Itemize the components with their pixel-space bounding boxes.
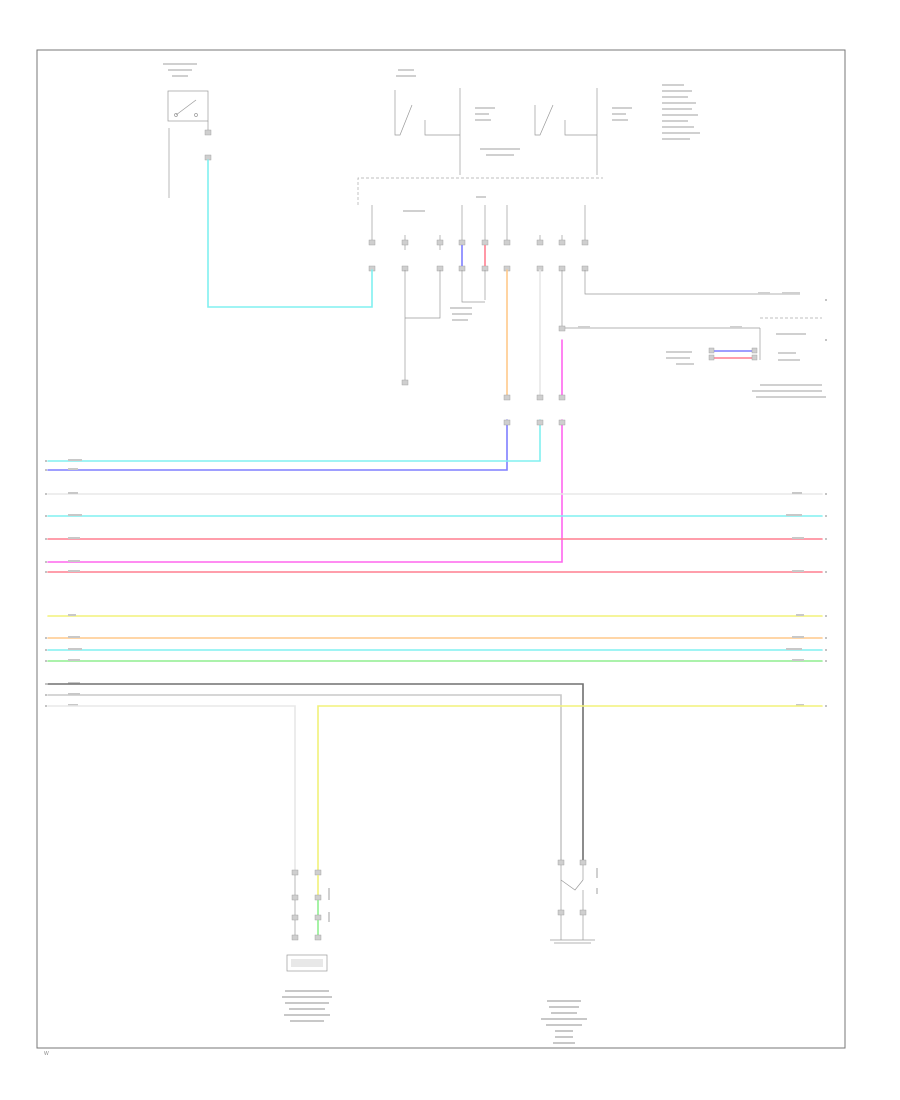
top-left-switch [163, 63, 212, 198]
diagram-frame [36, 49, 846, 1049]
harness-pin-marks [45, 299, 827, 707]
footer-page-code: W [44, 1051, 49, 1057]
bottom-right-component [541, 859, 598, 1044]
wire-lt-blu-down [47, 419, 541, 462]
wire-blu-down [47, 419, 508, 471]
wire-pnk-harness [47, 419, 563, 563]
bottom-left-component [282, 869, 332, 1022]
module-local-wires [401, 245, 822, 386]
right-labels [666, 351, 826, 398]
wire-blk-harness [47, 683, 584, 861]
wire-lt-blu-switch [207, 159, 373, 308]
module-boundary [357, 177, 603, 205]
harness [47, 493, 823, 662]
switch-icon [175, 99, 197, 116]
top-centre-switches [394, 69, 700, 175]
harness-labels [68, 459, 804, 706]
wire-yel-lower [317, 705, 823, 871]
wire-gry-harness [47, 694, 562, 861]
wire-wht-lower [47, 705, 296, 871]
module-pins [368, 196, 589, 272]
